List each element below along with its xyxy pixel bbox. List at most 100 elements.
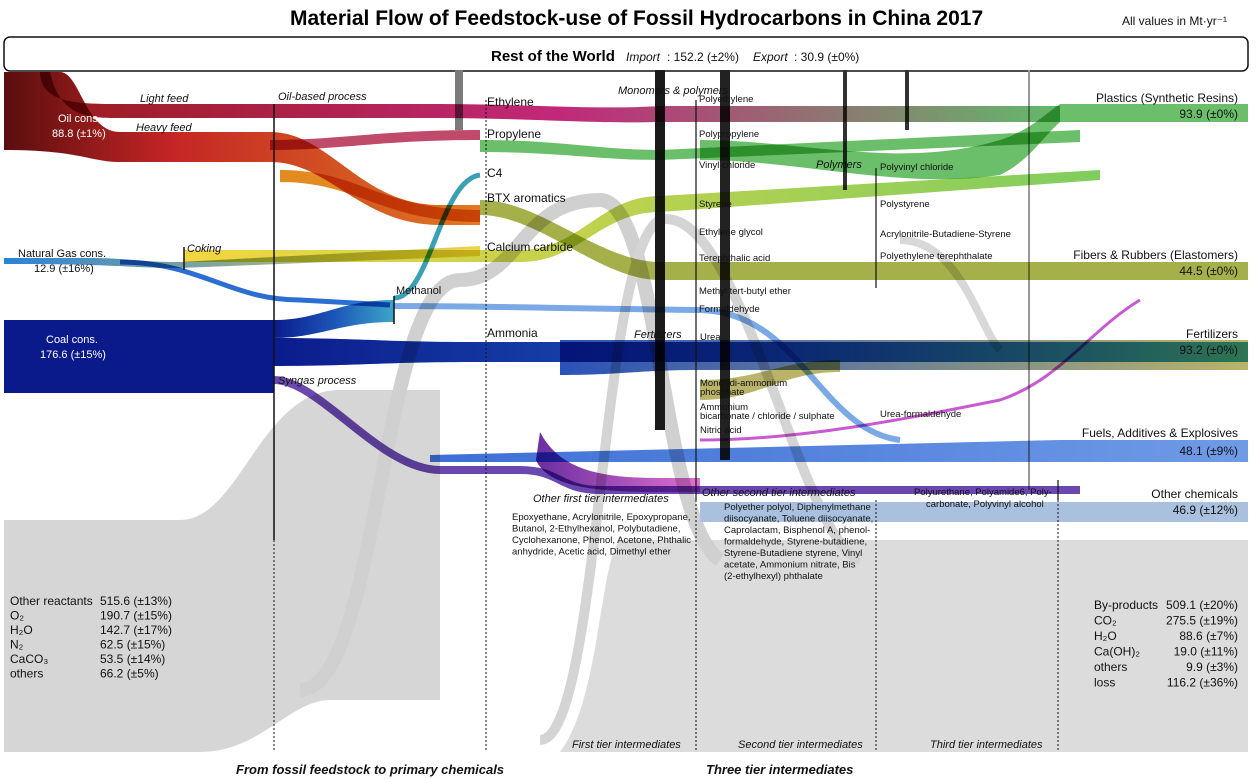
monomer-label: Terephthalic acid [699, 253, 770, 264]
other-second-line: (2-ethylhexyl) phthalate [724, 571, 823, 582]
coal-to-methanol [274, 300, 394, 338]
import-bar-1 [455, 70, 463, 130]
output-label: Fibers & Rubbers (Elastomers) [1073, 248, 1238, 262]
import-bar-5 [905, 70, 909, 130]
reactant-value: 53.5 (±14%) [100, 652, 165, 666]
other-first-label: Other first tier intermediates [533, 493, 669, 505]
polymers-group-label: Polymers [816, 159, 862, 171]
teal-ammonia-curve [393, 172, 481, 301]
polymer-list: Polyvinyl chloridePolystyreneAcrylonitri… [880, 162, 1011, 262]
reactant-name: N₂ [10, 638, 24, 652]
reactant-name: O₂ [10, 609, 24, 623]
tier-second-label: Second tier intermediates [738, 739, 863, 751]
coking-label: Coking [187, 243, 222, 255]
output-label: Other chemicals [1151, 487, 1238, 501]
reactant-value: 62.5 (±15%) [100, 638, 165, 652]
other-second-line: formaldehyde, Styrene-butadiene, [724, 537, 867, 548]
oil-to-btx [280, 170, 480, 222]
output-value: 93.9 (±0%) [1179, 107, 1238, 121]
reactant-name: CaCO₃ [10, 652, 48, 666]
other-first-line: anhydride, Acetic acid, Dimethyl ether [512, 547, 671, 558]
primary-chemical-label: Ethylene [487, 95, 534, 109]
other-second-line: Polyether polyol, Diphenylmethane [724, 502, 871, 513]
other-chemicals-output [700, 502, 1248, 522]
oil-value: 88.8 (±1%) [52, 128, 106, 140]
other-second-line: Styrene-Butadiene styrene, Vinyl [724, 548, 862, 559]
primary-chemical-label: Ammonia [487, 326, 538, 340]
polymer-label: Polyvinyl chloride [880, 162, 953, 173]
footer-left: From fossil feedstock to primary chemica… [236, 762, 504, 777]
byproduct-name: CO₂ [1094, 614, 1117, 628]
byproduct-value: 509.1 (±20%) [1166, 598, 1238, 612]
fuels-flow [430, 440, 1248, 462]
methanol-label: Methanol [396, 285, 441, 297]
plastics-inflow-wide [700, 104, 1060, 180]
byproduct-name: others [1094, 660, 1127, 674]
fert-ammonium: Ammonium [700, 402, 748, 413]
fertilizers-group-label: Fertilizers [634, 329, 682, 341]
byproduct-value: 88.6 (±7%) [1179, 629, 1238, 643]
byproduct-name: H₂O [1094, 629, 1117, 643]
monomer-label: Ethylene glycol [699, 227, 763, 238]
byproduct-name: Ca(OH)₂ [1094, 645, 1140, 659]
output-label: Fertilizers [1186, 327, 1238, 341]
coal-value: 176.6 (±15%) [40, 349, 106, 361]
export-label: Export [753, 50, 788, 64]
byproduct-value: 19.0 (±11%) [1174, 645, 1238, 659]
reactant-name: others [10, 667, 43, 681]
import-bar-2 [655, 70, 665, 430]
other-second-list: Polyether polyol, Diphenylmethanediisocy… [724, 502, 873, 582]
monomer-label: Vinyl chloride [699, 160, 755, 171]
third-tier-items-2: carbonate, Polyvinyl alcohol [926, 499, 1044, 510]
gas-value: 12.9 (±16%) [34, 263, 94, 275]
byproducts-outflow [560, 540, 1248, 752]
heavy-feed-label: Heavy feed [136, 122, 193, 134]
output-value: 48.1 (±9%) [1179, 444, 1238, 458]
units-note: All values in Mt·yr⁻¹ [1122, 14, 1227, 28]
fert-urea: Urea [700, 332, 721, 343]
rest-of-world-box [3, 36, 1249, 72]
other-first-line: Epoxyethane, Acrylonitrile, Epoxypropane… [512, 512, 691, 523]
light-feed-flow [40, 72, 1080, 123]
output-label: Plastics (Synthetic Resins) [1096, 91, 1238, 105]
coal-label: Coal cons. [46, 334, 98, 346]
tier-third-label: Third tier intermediates [930, 739, 1043, 751]
gas-to-methanol [119, 259, 391, 308]
byproduct-name: loss [1094, 676, 1115, 690]
footer-right: Three tier intermediates [706, 762, 853, 777]
reactant-value: 66.2 (±5%) [100, 667, 159, 681]
output-value: 46.9 (±12%) [1173, 503, 1238, 517]
output-label: Fuels, Additives & Explosives [1082, 426, 1238, 440]
gas-label: Natural Gas cons. [18, 248, 106, 260]
syngas-label: Syngas process [278, 375, 357, 387]
oil-based-label: Oil-based process [278, 91, 367, 103]
other-first-list: Epoxyethane, Acrylonitrile, Epoxypropane… [512, 512, 691, 558]
byproduct-value: 9.9 (±3%) [1186, 660, 1238, 674]
primary-chemical-label: C4 [487, 166, 503, 180]
import-bar-4 [843, 70, 847, 190]
coal-source-block [4, 320, 274, 393]
primary-chemical-label: Calcium carbide [487, 240, 573, 254]
other-second-line: Caprolactam, Bisphenol A, phenol- [724, 525, 870, 536]
output-value: 44.5 (±0%) [1179, 264, 1238, 278]
import-label: Import [626, 50, 661, 64]
fert-urea-formaldehyde: Urea-formaldehyde [880, 409, 961, 420]
fert-nitric: Nitric acid [700, 425, 742, 436]
monomer-label: Formaldehyde [699, 304, 760, 315]
reactant-value: 190.7 (±15%) [100, 609, 172, 623]
plastics-output [1060, 104, 1248, 122]
import-value: : 152.2 (±2%) [667, 50, 739, 64]
polymer-label: Polyethylene terephthalate [880, 251, 993, 262]
fert-ammonium-2: bicarbonate / chloride / sulphate [700, 411, 835, 422]
magenta-to-fuels [699, 298, 1141, 442]
other-second-label: Other second tier intermediates [702, 487, 856, 499]
oil-label: Oil cons. [58, 113, 101, 125]
monomer-label: Styrene [699, 199, 732, 210]
polymer-label: Polystyrene [880, 199, 930, 210]
light-feed-label: Light feed [140, 93, 189, 105]
other-first-line: Cyclohexanone, Phenol, Acetone, Phthalic [512, 535, 691, 546]
reactant-value: 142.7 (±17%) [100, 623, 172, 637]
